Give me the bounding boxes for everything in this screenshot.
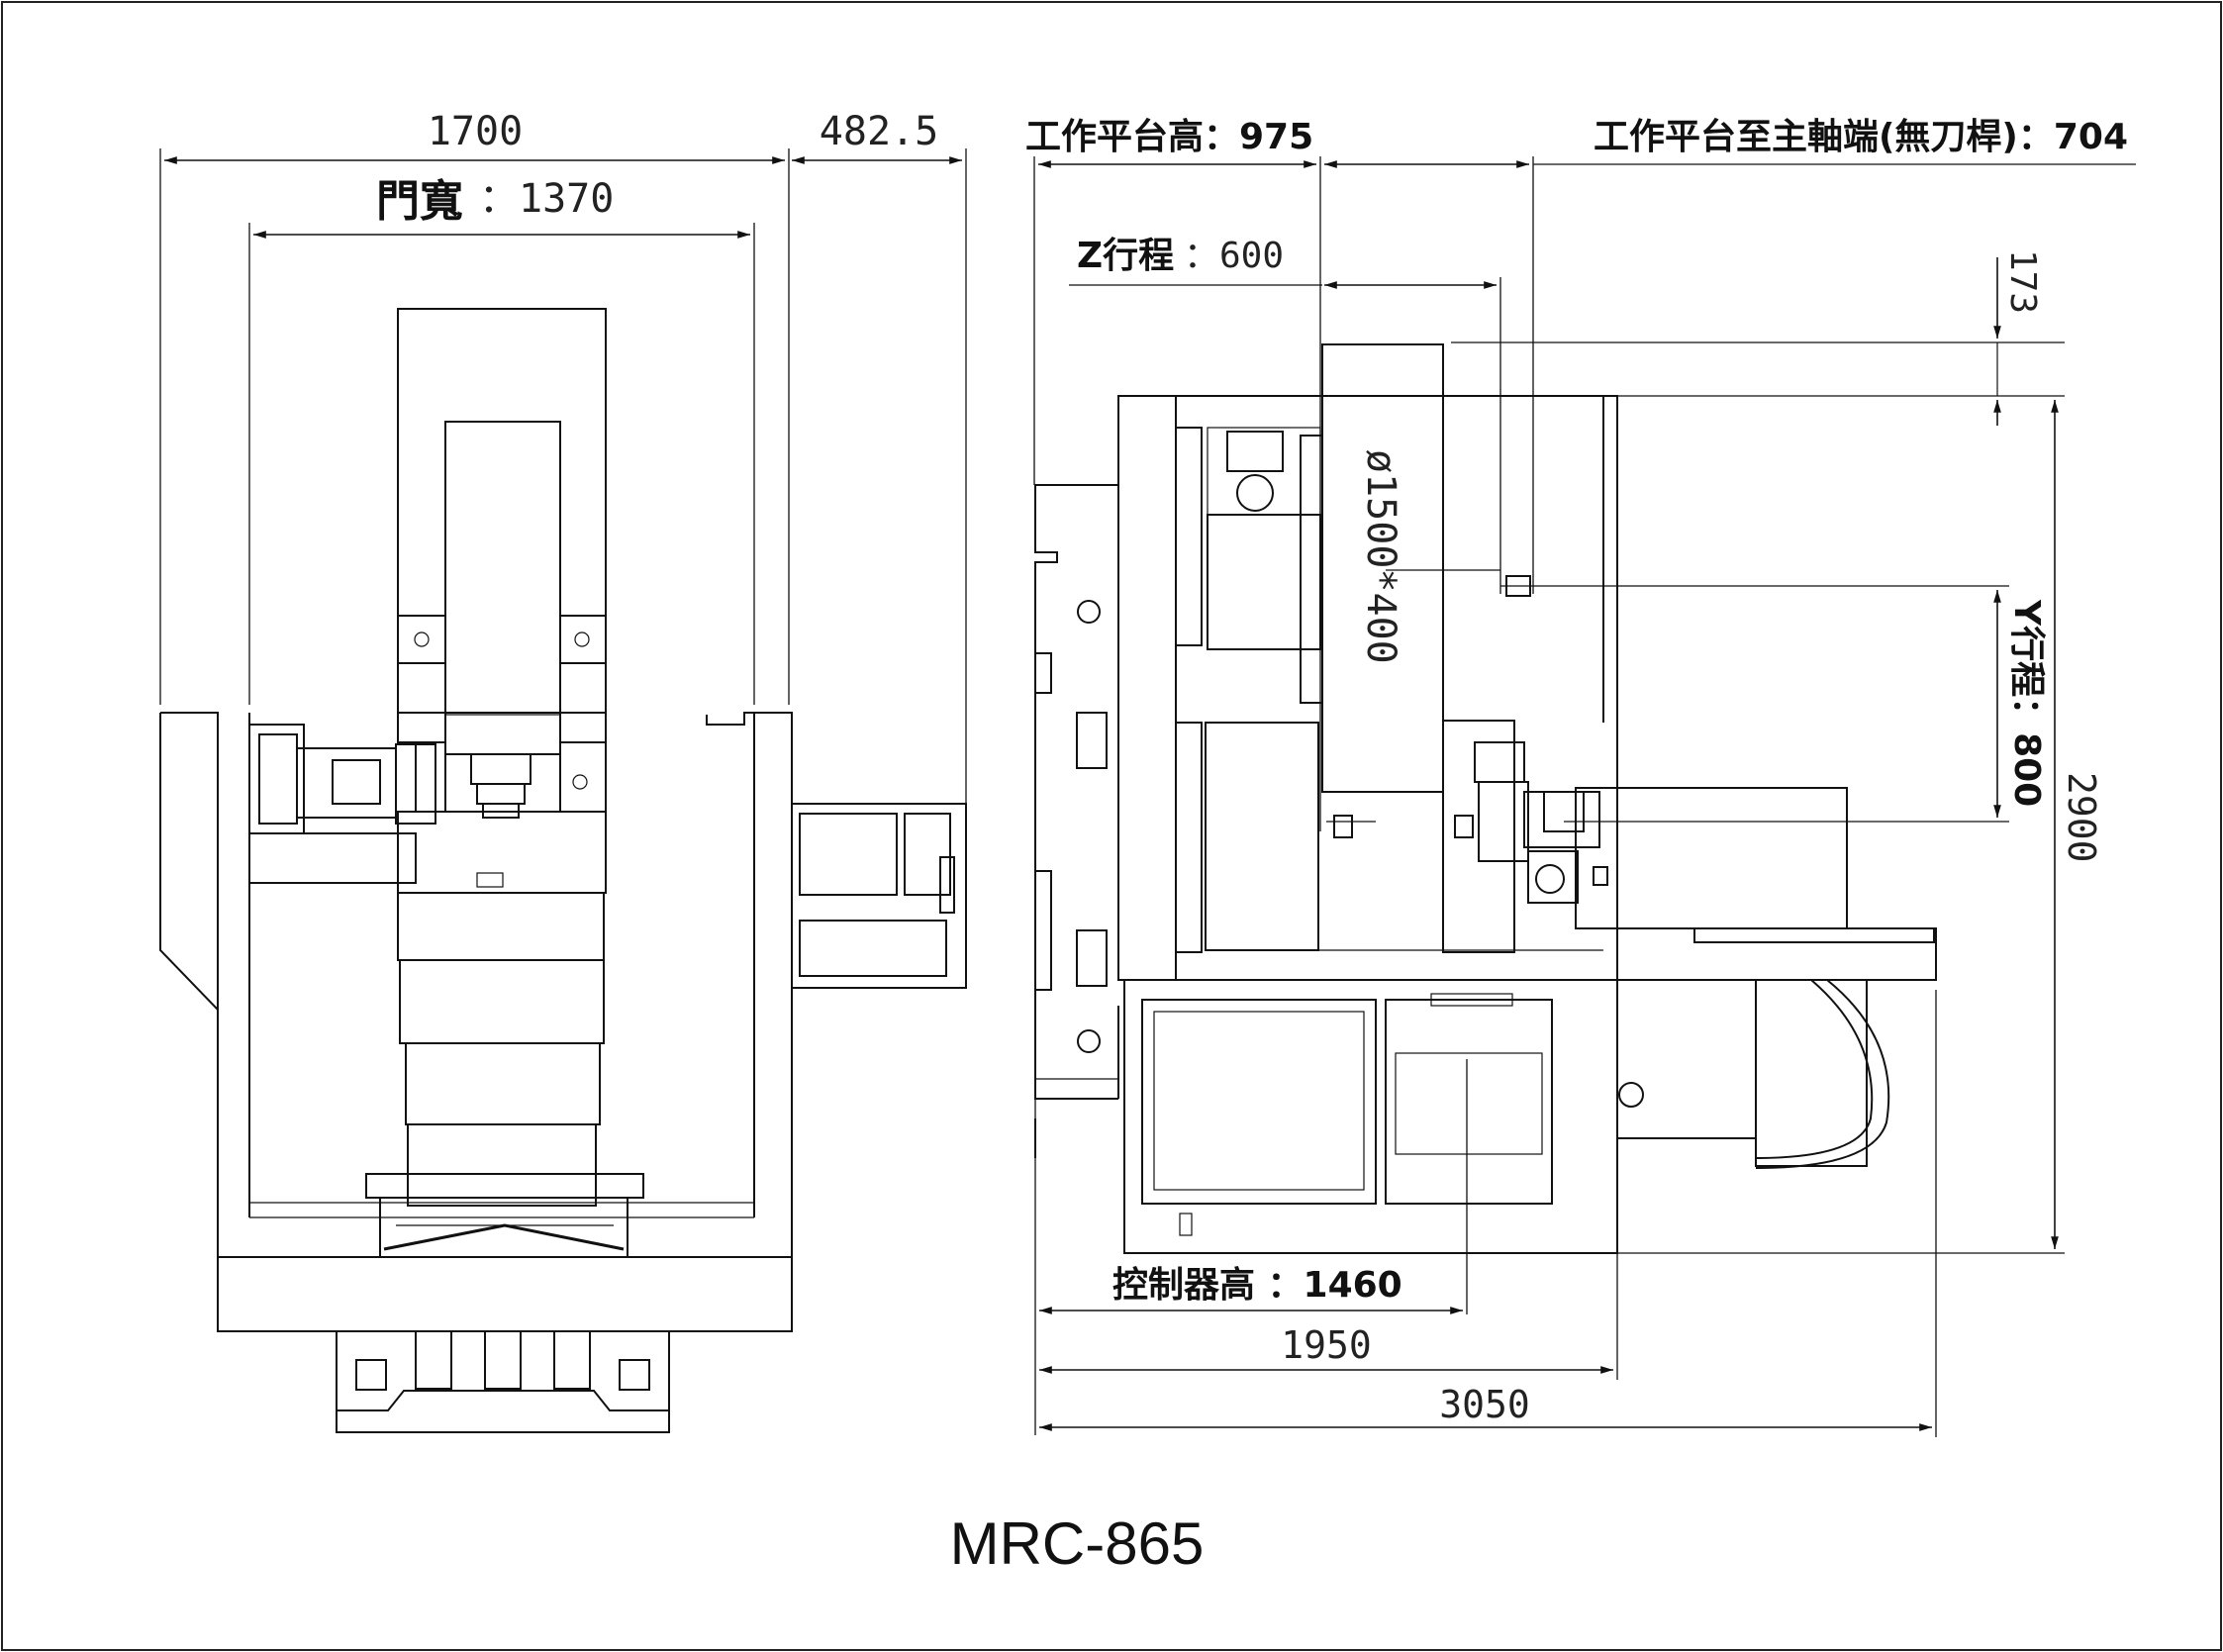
door-width-value: ：1370 — [479, 176, 614, 222]
dim-1700-text: 1700 — [428, 109, 523, 154]
table-height-label: 工作平台高：975 — [1025, 117, 1313, 157]
dim-482-text: 482.5 — [820, 109, 938, 154]
dim-2900-text: 2900 — [2060, 772, 2103, 863]
z-travel-value: ：600 — [1184, 236, 1284, 276]
front-view: 1700 482.5 門寬 ：1370 — [159, 109, 967, 1433]
side-view: 工作平台高：975 工作平台至主軸端(無刀桿)：704 Z行程 ：600 173… — [1025, 117, 2136, 1437]
dim-173-text: 173 — [2002, 249, 2043, 314]
y-travel-label: Y行程：800 — [2006, 599, 2047, 807]
dim-1950-text: 1950 — [1281, 1323, 1372, 1367]
door-width-label: 門寬 — [376, 176, 463, 227]
dim-3050-text: 3050 — [1439, 1383, 1530, 1426]
model-title: MRC-865 — [950, 1510, 1205, 1577]
rotary-table-text: ø1500*400 — [1358, 449, 1403, 664]
controller-height-label: 控制器高 ：1460 — [1112, 1265, 1402, 1306]
z-travel-label: Z行程 — [1077, 236, 1174, 276]
table-spindle-label: 工作平台至主軸端(無刀桿)：704 — [1594, 117, 2128, 157]
